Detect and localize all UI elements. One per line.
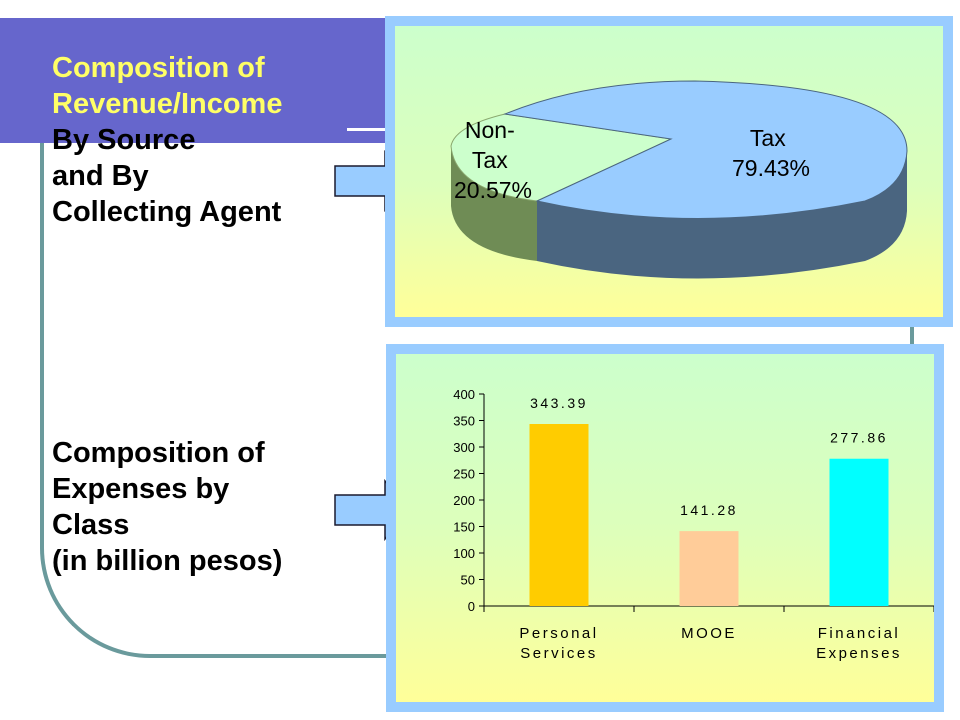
y-tick-label: 200	[453, 493, 475, 508]
frame-bottom-line	[150, 654, 390, 658]
pie-label-non-tax: Non- Tax 20.57%	[454, 117, 532, 203]
pie-label-tax: Tax 79.43%	[732, 125, 810, 181]
revenue-pie-chart: Non- Tax 20.57% Tax 79.43%	[450, 44, 908, 279]
y-tick-label: 300	[453, 440, 475, 455]
title-band	[0, 18, 386, 143]
expense-heading-line: Composition of	[52, 437, 265, 469]
y-tick-label: 50	[461, 573, 475, 588]
expenses-bar-chart: 0 50 100 150 200 250 300 350 400 343.39PersonalSe…	[453, 387, 934, 662]
y-tick-label: 400	[453, 387, 475, 402]
y-tick-label: 250	[453, 467, 475, 482]
revenue-heading-line: Collecting Agent	[52, 196, 282, 228]
bar-personal-services	[529, 424, 589, 606]
x-category-label: Services	[520, 645, 598, 662]
bar-data-label: 277.86	[830, 430, 888, 446]
x-category-label: MOOE	[681, 625, 737, 642]
bar-financial-expenses	[829, 458, 889, 606]
pie-slice-tax-side	[537, 151, 907, 279]
expense-heading-line: Class	[52, 509, 130, 541]
y-tick-label: 150	[453, 520, 475, 535]
expense-heading-line: (in billion pesos)	[52, 545, 283, 577]
pie-slice-non-tax-side-left	[451, 146, 537, 261]
y-tick-label: 350	[453, 414, 475, 429]
x-category-label: Financial	[818, 625, 901, 642]
bar-data-label: 343.39	[530, 395, 588, 411]
expense-heading-line: Expenses by	[52, 473, 230, 505]
revenue-heading-line: Composition of	[52, 52, 265, 84]
y-tick-label: 100	[453, 546, 475, 561]
revenue-heading-line: By Source	[52, 124, 196, 156]
frame-left-line	[40, 140, 44, 530]
revenue-heading-line: and By	[52, 160, 149, 192]
bar-mooe	[679, 531, 739, 606]
x-category-label: Expenses	[816, 645, 902, 662]
pie-slice-tax	[503, 80, 908, 219]
revenue-heading-line: Revenue/Income	[52, 88, 283, 120]
bar-data-label: 141.28	[680, 502, 738, 518]
pie-slice-non-tax	[450, 113, 673, 202]
pie-chart-frame: Non- Tax 20.57% Tax 79.43%	[385, 16, 953, 327]
x-category-label: Personal	[519, 625, 598, 642]
y-tick-label: 0	[468, 599, 475, 614]
expense-heading: Composition of Expenses by Class (in bil…	[52, 435, 282, 579]
pie-chart-area: Non- Tax 20.57% Tax 79.43%	[395, 26, 943, 317]
title-rule	[347, 128, 387, 131]
frame-right-line	[910, 320, 914, 350]
revenue-heading: Composition of Revenue/Income By Source …	[52, 50, 282, 230]
